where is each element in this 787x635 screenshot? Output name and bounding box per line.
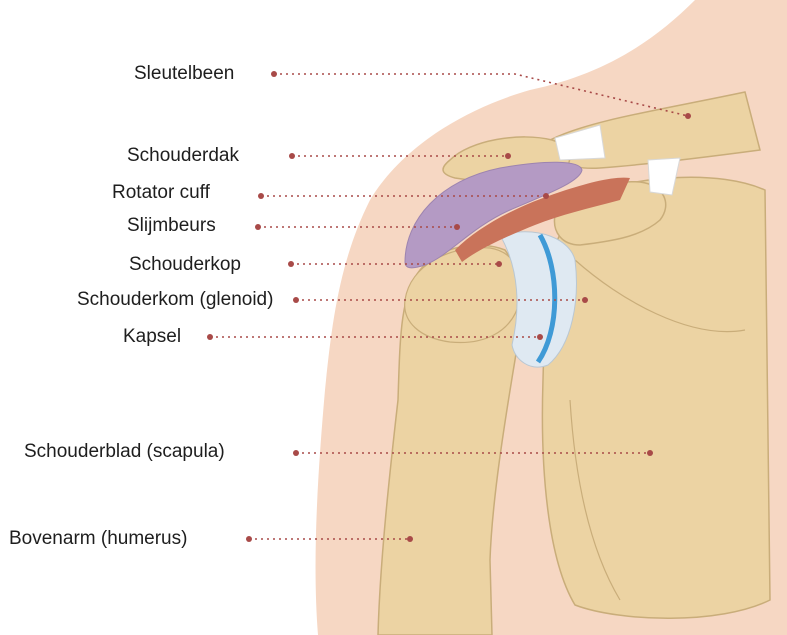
label-schouderkop: Schouderkop bbox=[129, 255, 241, 274]
dot-bovenarm-end bbox=[407, 536, 413, 542]
dot-schouderdak-end bbox=[505, 153, 511, 159]
label-schouderkom: Schouderkom (glenoid) bbox=[77, 290, 273, 309]
dot-sleutelbeen-start bbox=[271, 71, 277, 77]
dot-schouderkom-end bbox=[582, 297, 588, 303]
label-sleutelbeen: Sleutelbeen bbox=[134, 64, 234, 83]
label-slijmbeurs: Slijmbeurs bbox=[127, 216, 216, 235]
dot-bovenarm-start bbox=[246, 536, 252, 542]
label-rotator-cuff: Rotator cuff bbox=[112, 183, 210, 202]
dot-sleutelbeen-end bbox=[685, 113, 691, 119]
dot-slijmbeurs-end bbox=[454, 224, 460, 230]
dot-schouderblad-end bbox=[647, 450, 653, 456]
dot-schouderblad-start bbox=[293, 450, 299, 456]
dot-schouderkop-start bbox=[288, 261, 294, 267]
dot-slijmbeurs-start bbox=[255, 224, 261, 230]
dot-schouderdak-start bbox=[289, 153, 295, 159]
label-schouderblad: Schouderblad (scapula) bbox=[24, 442, 225, 461]
dot-rotator-cuff-start bbox=[258, 193, 264, 199]
dot-rotator-cuff-end bbox=[543, 193, 549, 199]
dot-schouderkom-start bbox=[293, 297, 299, 303]
dot-kapsel-start bbox=[207, 334, 213, 340]
label-kapsel: Kapsel bbox=[123, 327, 181, 346]
label-schouderdak: Schouderdak bbox=[127, 146, 239, 165]
dot-kapsel-end bbox=[537, 334, 543, 340]
label-bovenarm: Bovenarm (humerus) bbox=[9, 529, 187, 548]
dot-schouderkop-end bbox=[496, 261, 502, 267]
